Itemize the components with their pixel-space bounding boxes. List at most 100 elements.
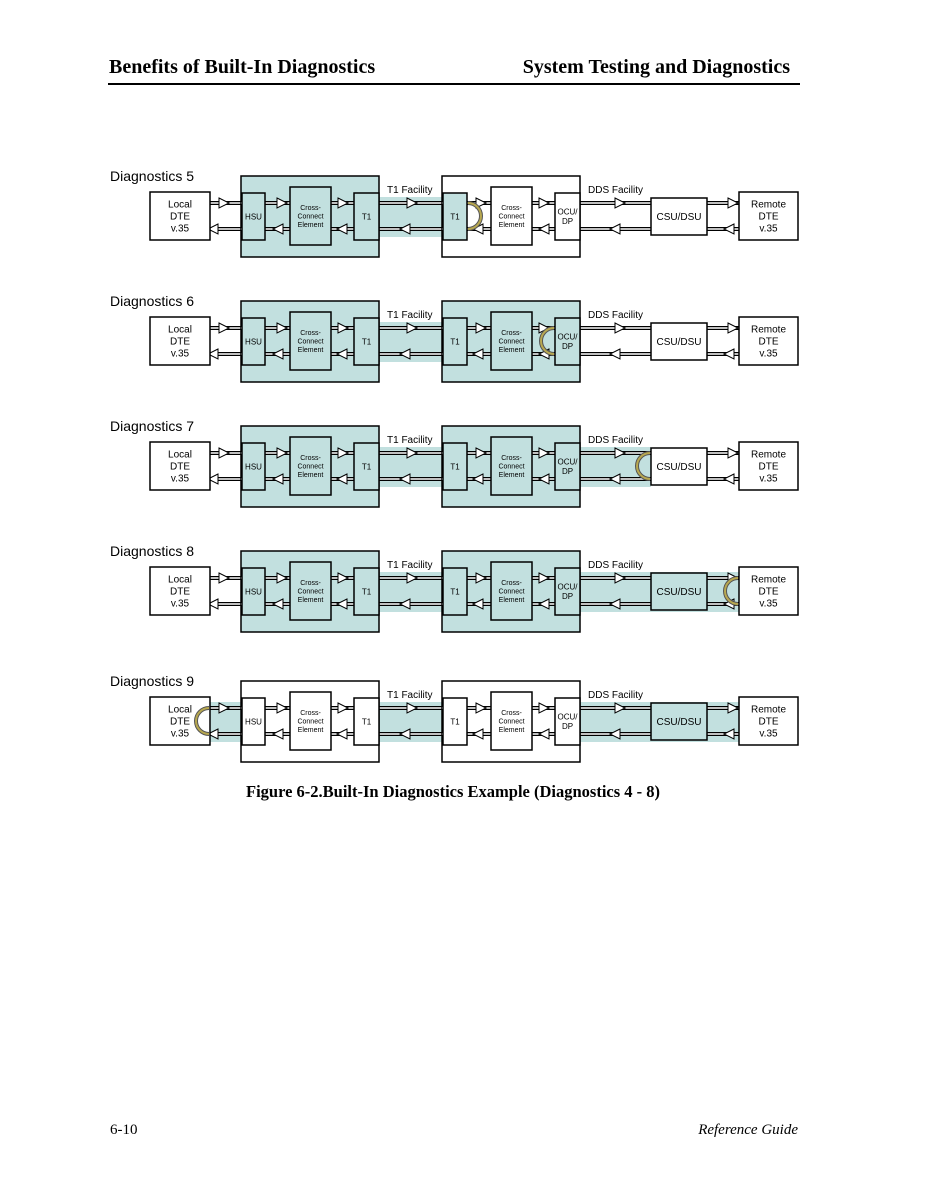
diagram-title: Diagnostics 5 (110, 168, 194, 184)
arrow-left-icon (608, 223, 621, 235)
arrow-right-icon (475, 702, 488, 714)
cross-connect-box-label: Cross- (300, 455, 321, 462)
arrow-right-icon (218, 572, 231, 584)
t1-box (442, 697, 468, 746)
hsu-box-label: HSU (245, 337, 262, 346)
cross-connect-box-label: Cross- (501, 205, 522, 212)
cross-connect-box-label: Element (499, 597, 525, 604)
page-number: 6-10 (110, 1122, 138, 1138)
cross-connect-box-label: Cross- (501, 710, 522, 717)
arrow-right-icon (406, 322, 419, 334)
arrow-left-icon (206, 348, 219, 360)
t1-box-label: T1 (362, 717, 372, 726)
local-dte-box (149, 696, 211, 746)
arrow-right-icon (218, 322, 231, 334)
ocu-dp-box-label: DP (562, 722, 573, 731)
arrow-right-icon (727, 702, 740, 714)
cross-connect-box (490, 186, 533, 246)
arrow-right-icon (727, 447, 740, 459)
cross-connect-box-label: Cross- (300, 580, 321, 587)
csu-dsu-box-label: CSU/DSU (656, 587, 701, 598)
cross-connect-box (289, 436, 332, 496)
csu-dsu-box (650, 197, 708, 236)
ocu-dp-box-label: DP (562, 217, 573, 226)
arrow-right-icon (538, 572, 551, 584)
arrow-right-icon (337, 447, 350, 459)
arrow-left-icon (335, 223, 348, 235)
remote-dte-box (738, 441, 799, 491)
arrow-right-icon (727, 197, 740, 209)
arrow-left-icon (471, 473, 484, 485)
local-dte-box (149, 191, 211, 241)
arrow-left-icon (608, 348, 621, 360)
arrow-left-icon (398, 598, 411, 610)
hsu-box-label: HSU (245, 587, 262, 596)
cross-connect-box-label: Element (499, 472, 525, 479)
arrow-right-icon (475, 322, 488, 334)
remote-dte-box (738, 191, 799, 241)
t1-box (353, 442, 380, 491)
cross-connect-box-label: Element (298, 347, 324, 354)
t1-facility-label: T1 Facility (387, 560, 433, 571)
csu-dsu-box-label: CSU/DSU (656, 212, 701, 223)
remote-dte-box-label: v.35 (759, 729, 778, 740)
arrow-left-icon (398, 348, 411, 360)
local-dte-box-label: v.35 (171, 224, 190, 235)
arrow-right-icon (276, 197, 289, 209)
remote-dte-box-label: v.35 (759, 599, 778, 610)
cross-connect-box-label: Element (298, 727, 324, 734)
cross-connect-box-label: Connect (498, 463, 524, 470)
csu-dsu-box (650, 702, 708, 741)
local-dte-box-label: Local (168, 575, 192, 586)
local-dte-box-label: DTE (170, 337, 190, 348)
arrow-right-icon (538, 197, 551, 209)
arrow-right-icon (276, 572, 289, 584)
t1-box-label: T1 (450, 462, 460, 471)
arrow-left-icon (206, 598, 219, 610)
remote-dte-box-label: v.35 (759, 349, 778, 360)
cross-connect-box-label: Connect (498, 588, 524, 595)
cross-connect-box (490, 691, 533, 751)
loopback-icon (467, 202, 482, 230)
hsu-box-label: HSU (245, 212, 262, 221)
csu-dsu-box-label: CSU/DSU (656, 462, 701, 473)
ocu-dp-box (554, 697, 581, 746)
local-dte-box-label: v.35 (171, 474, 190, 485)
arrow-left-icon (206, 223, 219, 235)
arrow-left-icon (335, 598, 348, 610)
t1-box (442, 567, 468, 616)
cross-connect-box-label: Cross- (501, 455, 522, 462)
remote-dte-box-label: Remote (751, 705, 786, 716)
ocu-dp-box-label: OCU/ (558, 458, 579, 467)
arrow-right-icon (614, 702, 627, 714)
t1-box-label: T1 (450, 717, 460, 726)
remote-dte-box-label: Remote (751, 200, 786, 211)
arrow-right-icon (727, 322, 740, 334)
local-dte-box-label: DTE (170, 717, 190, 728)
csu-dsu-box-label: CSU/DSU (656, 717, 701, 728)
csu-dsu-box-label: CSU/DSU (656, 337, 701, 348)
t1-box-label: T1 (450, 212, 460, 221)
remote-dte-box-label: Remote (751, 575, 786, 586)
arrow-right-icon (337, 197, 350, 209)
t1-facility-label: T1 Facility (387, 435, 433, 446)
arrow-right-icon (276, 702, 289, 714)
header-rule (108, 83, 800, 85)
cross-connect-box-label: Connect (297, 213, 323, 220)
cross-connect-box-label: Element (499, 347, 525, 354)
arrow-right-icon (218, 197, 231, 209)
arrow-right-icon (406, 197, 419, 209)
csu-dsu-box (650, 447, 708, 486)
arrow-right-icon (614, 197, 627, 209)
header-section-title: Benefits of Built-In Diagnostics (109, 56, 376, 78)
remote-dte-box-label: DTE (759, 717, 779, 728)
cross-connect-box (289, 561, 332, 621)
ocu-dp-box-label: OCU/ (558, 208, 579, 217)
arrow-left-icon (537, 728, 550, 740)
local-dte-box-label: v.35 (171, 729, 190, 740)
cross-connect-box-label: Connect (498, 338, 524, 345)
local-dte-box-label: Local (168, 200, 192, 211)
arrow-left-icon (722, 223, 735, 235)
